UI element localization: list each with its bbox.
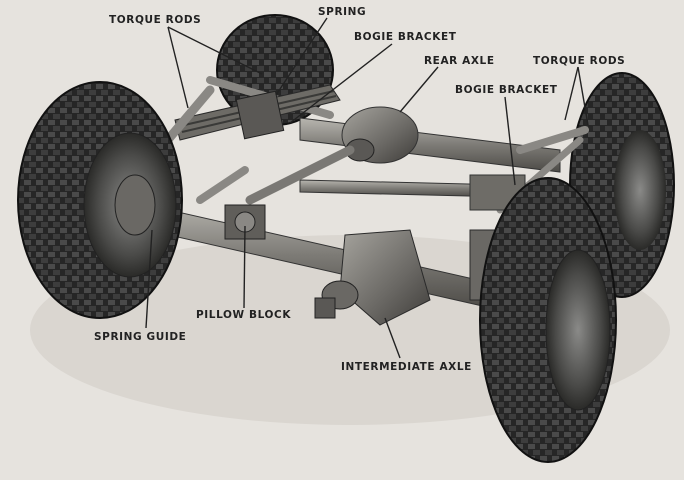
leader-rear-axle	[399, 66, 439, 113]
leader-torque-rods-left-b	[167, 26, 189, 109]
leader-lines	[145, 17, 589, 359]
label-intermediate-axle: INTERMEDIATE AXLE	[341, 361, 472, 373]
label-pillow-block: PILLOW BLOCK	[196, 309, 292, 321]
intermediate-axle-housing	[124, 199, 501, 326]
front-left-tire	[17, 81, 183, 319]
leader-torque-rods-right-a	[564, 66, 579, 121]
leader-pillow-block	[243, 225, 246, 309]
leader-intermediate-axle	[384, 317, 401, 359]
label-torque-rods-left: TORQUE RODS	[109, 14, 202, 26]
leader-torque-rods-right-b	[577, 66, 589, 126]
label-bogie-bracket-top: BOGIE BRACKET	[354, 31, 457, 43]
label-bogie-bracket-right: BOGIE BRACKET	[455, 84, 558, 96]
pillow-block	[224, 204, 266, 240]
rear-axle-housing	[299, 106, 561, 173]
label-rear-axle: REAR AXLE	[424, 55, 495, 67]
cross-tube	[299, 174, 526, 211]
leader-spring	[275, 17, 328, 96]
leader-bogie-bracket-top	[289, 43, 393, 124]
label-torque-rods-right: TORQUE RODS	[533, 55, 626, 67]
leader-bogie-bracket-right	[504, 96, 516, 186]
front-right-tire	[479, 177, 617, 463]
leader-torque-rods-left-a	[167, 26, 263, 75]
leader-spring-guide	[145, 229, 153, 329]
label-spring-guide: SPRING GUIDE	[94, 331, 187, 343]
leaf-spring	[174, 84, 341, 141]
label-spring: SPRING	[318, 6, 367, 18]
